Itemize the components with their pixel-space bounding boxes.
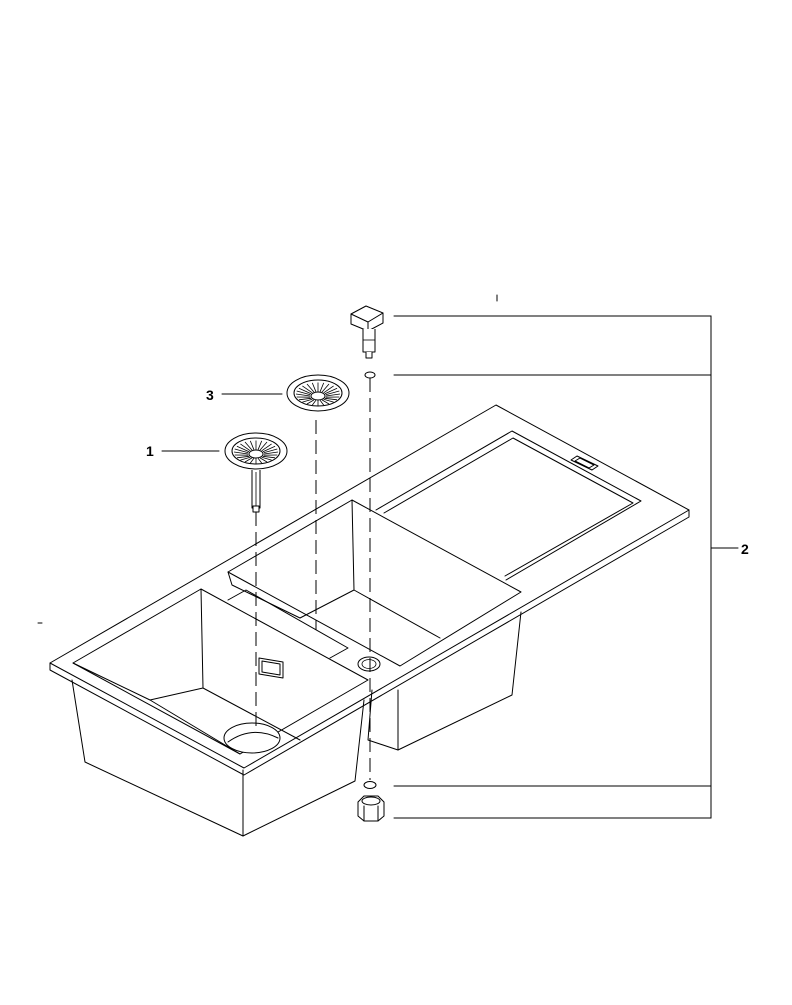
strainer-1-knob [249,450,263,458]
bottom-washer [364,782,376,789]
washer [365,372,375,378]
popup-knob-cap [351,306,383,331]
callout-3-label: 3 [206,387,214,403]
left-bowl-inner-back [150,589,203,700]
left-drain-hole [224,723,280,753]
popup-knob-shaft [363,329,375,352]
popup-knob-tip [366,352,372,358]
strainer-3 [287,375,349,411]
strainer-1 [225,433,287,512]
fixing-nut-thread [362,797,380,805]
callout-2-bracket [394,316,738,818]
strainer-3-knob [311,392,325,400]
right-bowl-exterior [368,612,521,750]
fixing-nut [358,796,384,821]
strainer-1-stem-tip [253,506,259,512]
bowl-divider [228,590,348,658]
right-bowl-inner-front [228,572,300,618]
callout-2-label: 2 [741,541,749,557]
right-bowl-inner-back [300,500,354,618]
left-bowl-exterior [72,680,364,836]
popup-knob [351,306,383,358]
drainboard-recess [376,431,641,580]
right-bowl-inner-floor [354,590,440,638]
right-bowl-rim [228,500,521,666]
callout-1-label: 1 [146,443,154,459]
